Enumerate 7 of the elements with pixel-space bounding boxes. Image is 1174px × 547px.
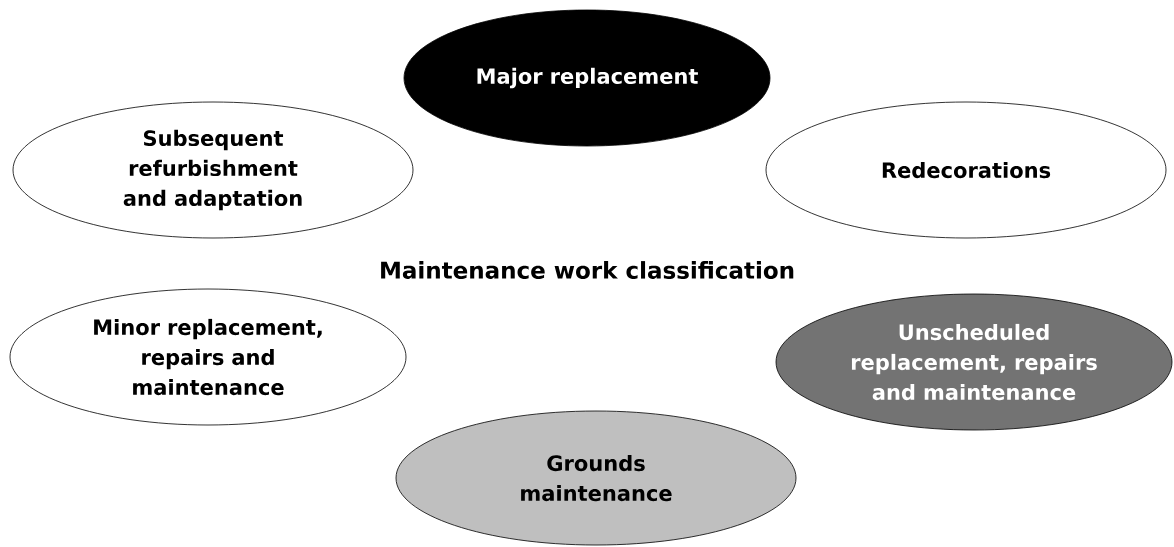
ellipse-node: Unscheduled replacement, repairs and maintenance xyxy=(775,293,1173,431)
ellipse-node: Major replacement xyxy=(403,9,771,147)
ellipse-node: Redecorations xyxy=(765,101,1167,239)
ellipse-node: Minor replacement, repairs and maintenance xyxy=(9,288,407,426)
ellipse-node: Subsequent refurbishment and adaptation xyxy=(12,101,414,239)
center-label: Maintenance work classification xyxy=(381,261,794,279)
ellipse-node: Grounds maintenance xyxy=(395,410,797,546)
